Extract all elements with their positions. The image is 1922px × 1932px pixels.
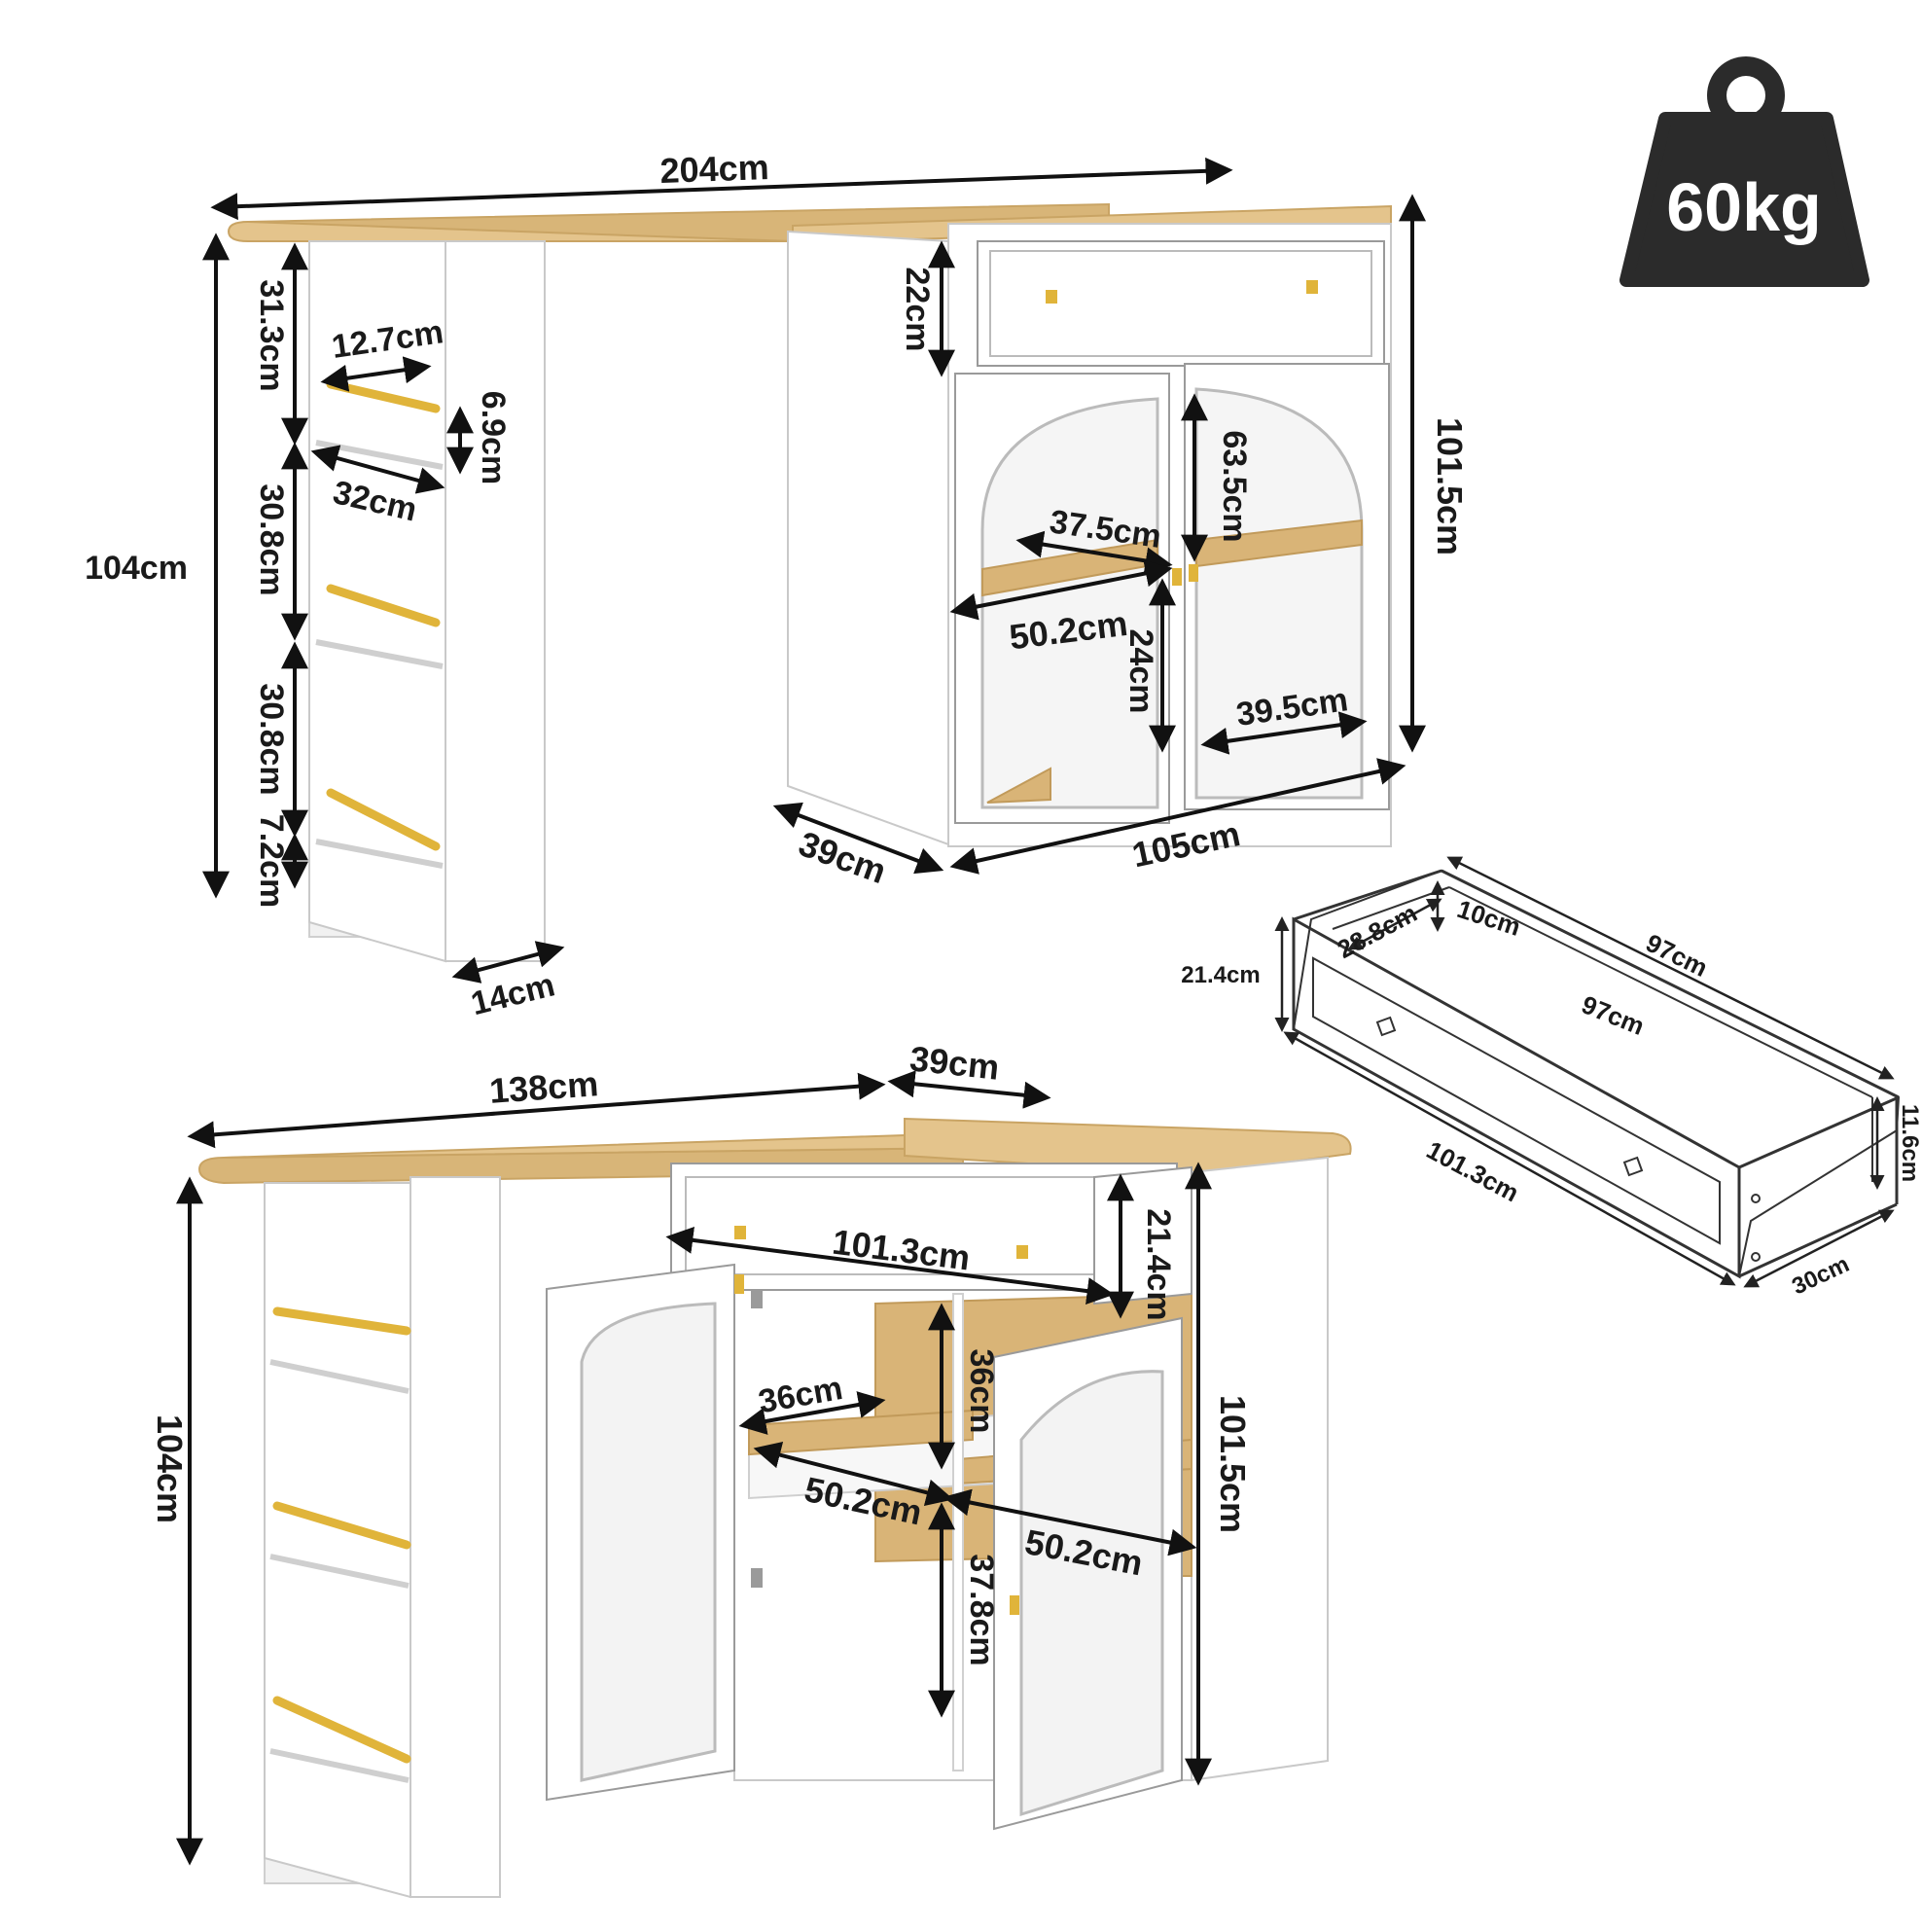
- label-14cm: 14cm: [468, 966, 559, 1022]
- weight-icon: [1619, 56, 1869, 287]
- label-101-5cm-top: 101.5cm: [1430, 417, 1470, 555]
- label-204cm: 204cm: [659, 147, 769, 191]
- label-104cm-top: 104cm: [85, 550, 188, 587]
- label-7-2cm: 7.2cm: [253, 814, 290, 908]
- label-24cm: 24cm: [1122, 629, 1159, 714]
- label-31-3cm: 31.3cm: [253, 279, 290, 391]
- label-30-8cm-b: 30.8cm: [253, 683, 290, 795]
- label-39cm-bottom: 39cm: [908, 1038, 1001, 1087]
- label-36cm-vertical: 36cm: [963, 1349, 1000, 1434]
- label-138cm: 138cm: [488, 1063, 600, 1111]
- label-21-4cm-bottom: 21.4cm: [1140, 1208, 1177, 1320]
- label-21-4cm-drawer: 21.4cm: [1181, 962, 1260, 988]
- label-101-5cm-bottom: 101.5cm: [1213, 1395, 1253, 1533]
- label-63-5cm: 63.5cm: [1216, 430, 1253, 542]
- label-30-8cm-a: 30.8cm: [253, 483, 290, 595]
- label-6-9cm: 6.9cm: [475, 391, 512, 484]
- label-37-8cm: 37.8cm: [963, 1554, 1000, 1665]
- label-11-6cm: 11.6cm: [1897, 1104, 1922, 1182]
- label-104cm-bottom: 104cm: [150, 1414, 190, 1523]
- bottom-view-furniture: [197, 1117, 1352, 1899]
- label-22cm: 22cm: [899, 268, 936, 352]
- weight-label: 60kg: [1666, 169, 1822, 245]
